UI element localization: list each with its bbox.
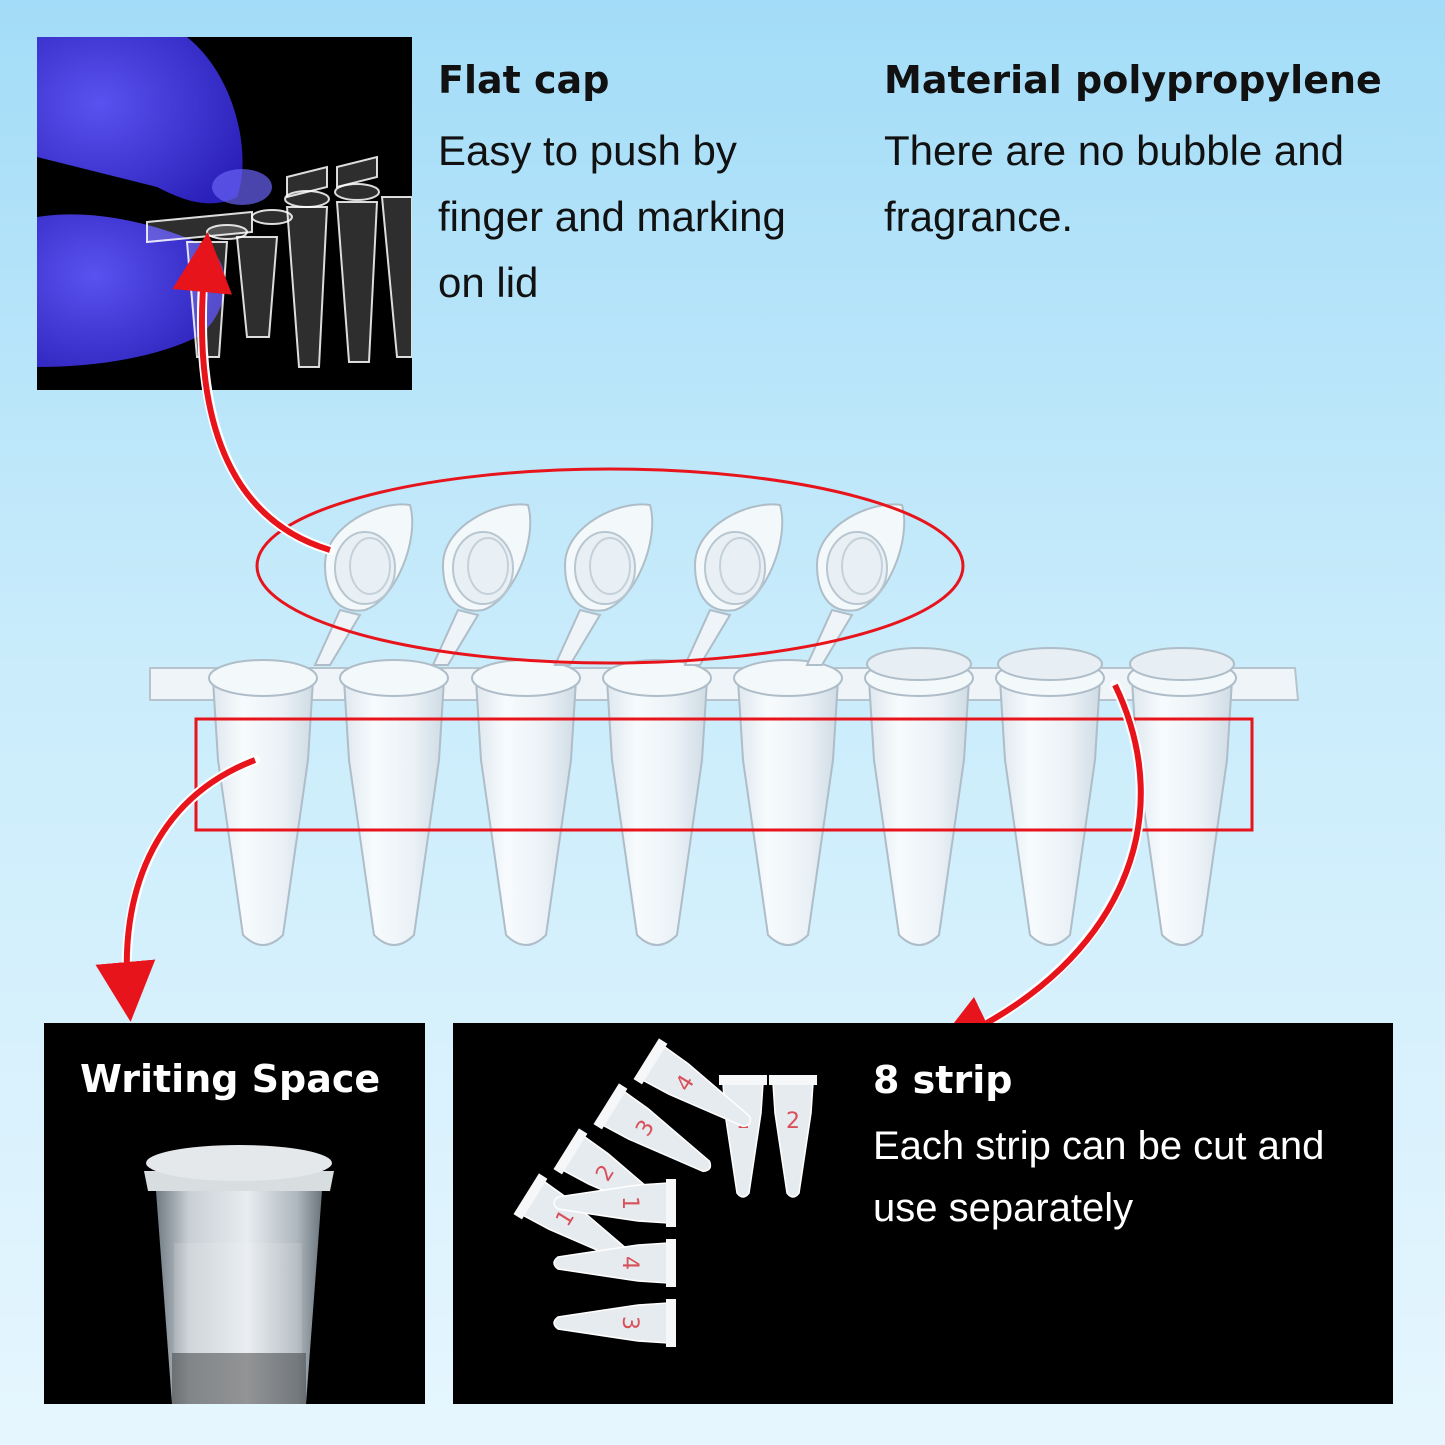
eight-strip-arrow <box>932 683 1144 1052</box>
writing-area-highlight <box>194 717 1254 832</box>
material-title: Material polypropylene <box>884 58 1382 102</box>
cut-tube: 2 <box>769 1075 817 1198</box>
flat-cap-title: Flat cap <box>438 58 610 102</box>
material-section: Material polypropylene There are no bubb… <box>884 52 1424 250</box>
pcr-tube <box>1127 647 1237 946</box>
eight-strip-line-1: Each strip can be cut and <box>873 1124 1325 1168</box>
cut-tube-label: 4 <box>617 1256 642 1270</box>
eight-strip-title: 8 strip <box>873 1058 1013 1102</box>
tube-group <box>208 647 1237 946</box>
pcr-tube <box>602 659 712 946</box>
strip-rail <box>149 667 1300 701</box>
cut-tube: 3 <box>553 1299 676 1347</box>
material-line-1: There are no bubble and <box>884 127 1345 174</box>
writing-space-arrow <box>95 757 257 1022</box>
cut-tube: 3 <box>593 1083 712 1173</box>
cut-tube: 4 <box>553 1239 676 1287</box>
cut-tube: 1 <box>719 1075 767 1198</box>
open-cap <box>805 503 906 666</box>
flat-cap-line-3: on lid <box>438 259 539 306</box>
open-cap <box>313 503 414 666</box>
open-cap <box>683 503 784 666</box>
open-cap <box>431 503 532 666</box>
tube-closeup-illustration <box>144 1145 334 1404</box>
writing-space-panel: Writing Space <box>44 1023 425 1404</box>
caps-highlight <box>255 467 965 665</box>
pcr-tube <box>733 659 843 946</box>
flat-cap-arrow <box>172 232 331 553</box>
cut-tube-label: 2 <box>786 1109 800 1134</box>
eight-strip-panel: 121234143 8 strip Each strip can be cut … <box>453 1023 1393 1404</box>
pcr-tube <box>864 647 974 946</box>
cut-tube-label: 3 <box>617 1316 642 1330</box>
flat-cap-line-1: Easy to push by <box>438 127 737 174</box>
flat-cap-line-2: finger and marking <box>438 193 786 240</box>
pcr-tube <box>995 647 1105 946</box>
cut-tubes-illustration: 121234143 <box>513 1038 817 1347</box>
cut-tube: 4 <box>633 1038 752 1128</box>
cut-tube-label: 1 <box>617 1196 642 1210</box>
pcr-tube <box>339 659 449 946</box>
material-line-2: fragrance. <box>884 193 1074 240</box>
eight-strip-text: 8 strip Each strip can be cut and use se… <box>873 1057 1383 1239</box>
pcr-tube <box>471 659 581 946</box>
open-cap-group <box>313 503 906 666</box>
cut-tube: 1 <box>553 1179 676 1227</box>
flat-cap-section: Flat cap Easy to push by finger and mark… <box>438 52 858 316</box>
writing-space-title: Writing Space <box>80 1057 381 1101</box>
eight-strip-line-2: use separately <box>873 1186 1134 1230</box>
open-cap <box>553 503 654 666</box>
pcr-tube <box>208 659 318 946</box>
